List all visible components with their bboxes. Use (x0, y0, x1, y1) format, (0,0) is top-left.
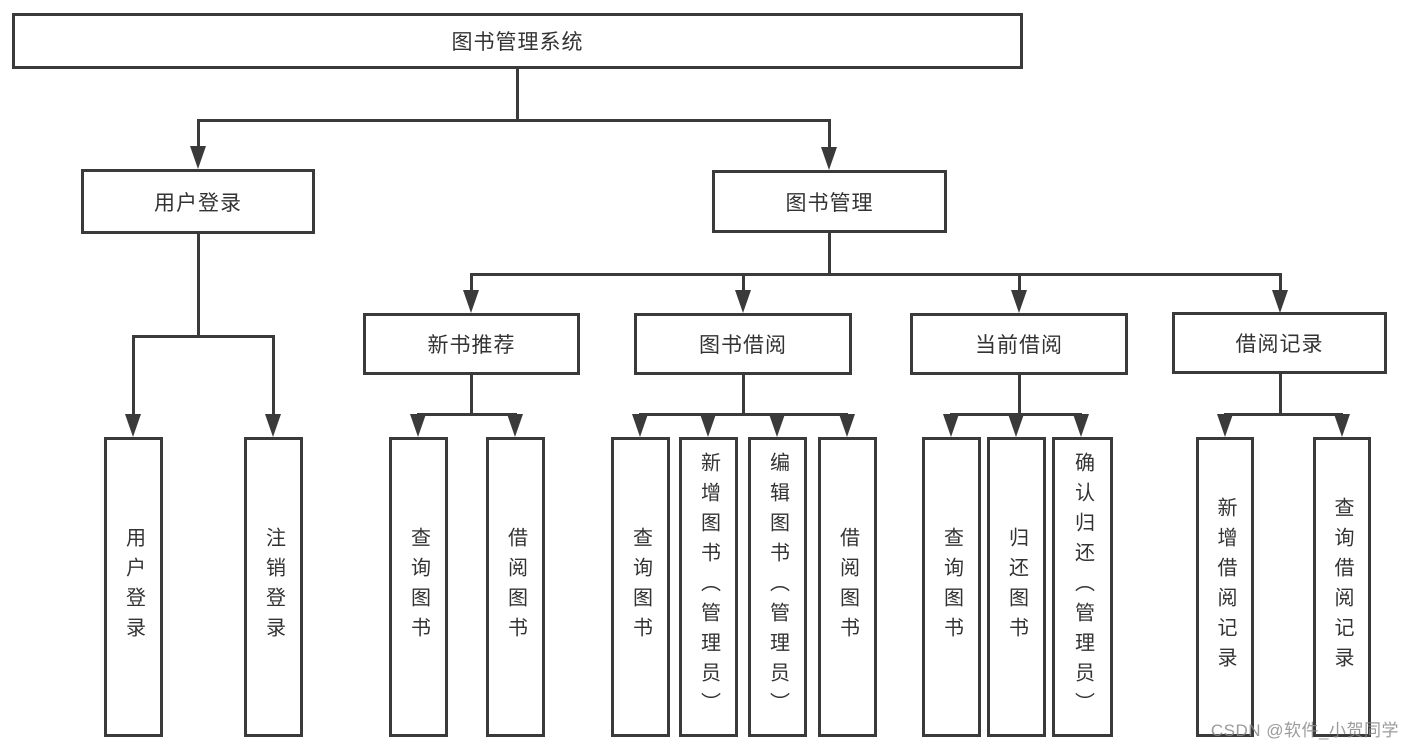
leaf-logout: 注销登录 (244, 437, 303, 737)
connector-drop-new-books (470, 273, 473, 294)
connector-drop-book-mgmt (828, 119, 831, 150)
connector-drop-user-login (197, 119, 200, 150)
leaf-add-books-admin: 新增图书（管理员） (679, 437, 738, 737)
leaf-borrow-books-recommend-label: 借阅图书 (504, 527, 527, 647)
leaf-add-books-admin-label: 新增图书（管理员） (697, 452, 720, 722)
arrowhead-leaf-login (125, 414, 141, 437)
arrowhead-leaf-return (1008, 414, 1024, 437)
node-root: 图书管理系统 (12, 13, 1023, 69)
node-book-management-label: 图书管理 (785, 191, 874, 215)
connector-borrowing-stem (742, 375, 745, 415)
connector-drop-leaf-login (132, 335, 135, 417)
connector-records-stem (1279, 374, 1282, 415)
leaf-logout-label: 注销登录 (262, 527, 285, 647)
leaf-confirm-return-admin: 确认归还（管理员） (1052, 437, 1113, 737)
arrowhead-leaf-edit-book (769, 414, 785, 437)
connector-newbooks-bar (417, 413, 517, 416)
leaf-add-borrow-record: 新增借阅记录 (1196, 437, 1254, 737)
arrowhead-leaf-borrow-1 (507, 414, 523, 437)
arrowhead-leaf-query-record (1334, 414, 1350, 437)
leaf-query-books-current: 查询图书 (922, 437, 981, 737)
leaf-return-books: 归还图书 (987, 437, 1046, 737)
leaf-user-login: 用户登录 (104, 437, 163, 737)
node-book-management: 图书管理 (712, 170, 947, 233)
node-user-login-label: 用户登录 (154, 191, 242, 215)
leaf-confirm-return-admin-label: 确认归还（管理员） (1071, 452, 1094, 722)
connector-userlogin-bar (132, 335, 274, 338)
leaf-query-books-borrowing: 查询图书 (611, 437, 670, 737)
connector-root-stem (516, 69, 519, 120)
leaf-borrow-books: 借阅图书 (818, 437, 877, 737)
arrowhead-leaf-confirm-return (1073, 414, 1089, 437)
connector-bookmgmt-stem (828, 233, 831, 275)
node-book-borrowing: 图书借阅 (634, 313, 852, 375)
leaf-query-borrow-record-label: 查询借阅记录 (1331, 497, 1353, 677)
arrowhead-records (1272, 290, 1288, 313)
connector-drop-leaf-logout (272, 335, 275, 417)
arrowhead-borrowing (735, 290, 751, 313)
node-borrowing-records: 借阅记录 (1172, 312, 1387, 374)
arrowhead-leaf-borrow-2 (839, 414, 855, 437)
arrowhead-leaf-add-record (1217, 414, 1233, 437)
leaf-borrow-books-label: 借阅图书 (836, 527, 859, 647)
connector-userlogin-stem (197, 234, 200, 336)
connector-current-stem (1018, 375, 1021, 415)
leaf-edit-books-admin-label: 编辑图书（管理员） (766, 452, 789, 722)
arrowhead-book-mgmt (821, 147, 837, 170)
arrowhead-current (1011, 290, 1027, 313)
leaf-query-borrow-record: 查询借阅记录 (1313, 437, 1371, 737)
node-current-borrowing: 当前借阅 (910, 313, 1128, 375)
arrowhead-leaf-logout (265, 414, 281, 437)
leaf-query-books-recommend: 查询图书 (389, 437, 448, 737)
leaf-query-books-current-label: 查询图书 (940, 527, 963, 647)
arrowhead-leaf-query-1 (410, 414, 426, 437)
node-user-login: 用户登录 (81, 169, 315, 234)
arrowhead-user-login (190, 146, 206, 169)
leaf-query-books-recommend-label: 查询图书 (407, 527, 430, 647)
connector-borrowing-bar (639, 413, 848, 416)
connector-drop-current (1018, 273, 1021, 294)
connector-root-bar (197, 119, 831, 122)
node-new-book-recommend-label: 新书推荐 (427, 334, 516, 357)
connector-records-bar (1224, 413, 1343, 416)
arrowhead-new-books (463, 290, 479, 313)
leaf-add-borrow-record-label: 新增借阅记录 (1214, 497, 1236, 677)
leaf-user-login-label: 用户登录 (122, 527, 145, 647)
leaf-edit-books-admin: 编辑图书（管理员） (748, 437, 807, 737)
node-new-book-recommend: 新书推荐 (363, 313, 580, 375)
leaf-borrow-books-recommend: 借阅图书 (486, 437, 545, 737)
node-current-borrowing-label: 当前借阅 (975, 334, 1063, 357)
node-book-borrowing-label: 图书借阅 (699, 334, 787, 357)
arrowhead-leaf-query-3 (943, 414, 959, 437)
connector-drop-records (1279, 273, 1282, 294)
connector-bookmgmt-bar (470, 273, 1281, 276)
connector-drop-borrowing (742, 273, 745, 294)
leaf-return-books-label: 归还图书 (1005, 527, 1028, 647)
connector-newbooks-stem (470, 375, 473, 415)
arrowhead-leaf-add-book (700, 414, 716, 437)
node-root-label: 图书管理系统 (451, 31, 584, 54)
leaf-query-books-borrowing-label: 查询图书 (629, 527, 652, 647)
node-borrowing-records-label: 借阅记录 (1235, 333, 1324, 356)
watermark: CSDN @软件_小贺同学 (1210, 721, 1399, 740)
arrowhead-leaf-query-2 (632, 414, 648, 437)
